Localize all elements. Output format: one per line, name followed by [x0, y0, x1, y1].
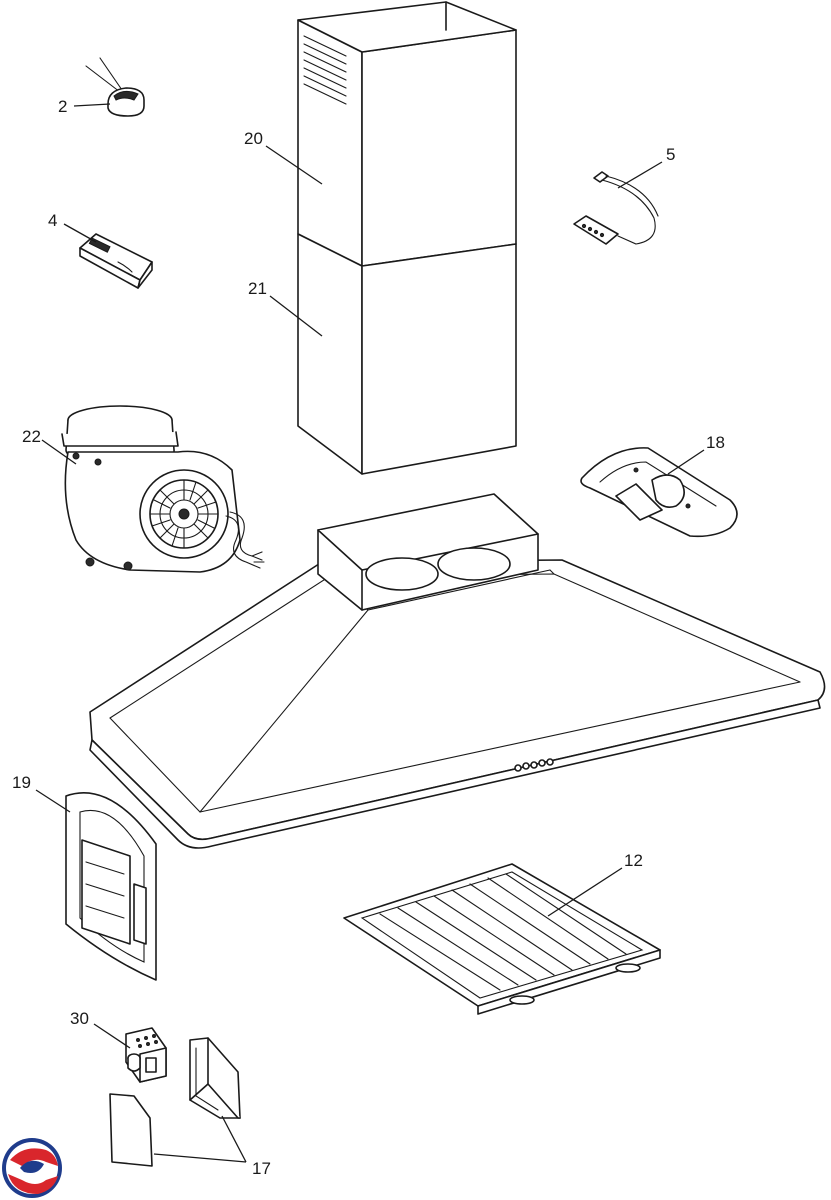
leader-30	[93, 1023, 131, 1049]
callout-17: 17	[252, 1159, 271, 1178]
leader-17a	[153, 1153, 247, 1163]
callout-18: 18	[706, 433, 725, 452]
part-19-side-panel	[65, 792, 157, 981]
callout-22: 22	[22, 427, 41, 446]
part-20-upper-chimney	[297, 1, 517, 267]
leader-20	[265, 145, 323, 185]
part-2-knob	[85, 57, 145, 117]
leader-17b	[221, 1115, 247, 1163]
callout-2: 2	[58, 97, 67, 116]
callout-21: 21	[248, 279, 267, 298]
leader-2	[73, 103, 111, 107]
callout-12: 12	[624, 851, 643, 870]
part-30-control-board	[125, 1027, 167, 1083]
part-4-transformer	[79, 233, 153, 289]
leader-4	[63, 223, 97, 243]
callout-19: 19	[12, 773, 31, 792]
part-18-cover-plate	[580, 447, 738, 538]
callout-4: 4	[48, 211, 57, 230]
leader-18	[667, 449, 705, 475]
leader-22	[41, 439, 77, 465]
leader-5	[617, 161, 663, 189]
callout-30: 30	[70, 1009, 89, 1028]
callout-20: 20	[244, 129, 263, 148]
part-21-lower-chimney	[297, 233, 517, 475]
vent-slots	[303, 35, 347, 105]
part-22-motor-blower	[61, 405, 265, 573]
callout-5: 5	[666, 145, 675, 164]
part-12-grease-filter	[343, 863, 661, 1015]
leader-12	[547, 867, 623, 917]
fan-blades	[149, 479, 219, 549]
leader-21	[269, 295, 323, 337]
part-5-light-cable	[573, 171, 659, 245]
part-17-covers	[109, 1037, 241, 1167]
leader-19	[35, 789, 71, 813]
control-buttons	[514, 758, 554, 772]
hood-body	[89, 493, 826, 849]
brand-logo-icon	[2, 1138, 62, 1198]
